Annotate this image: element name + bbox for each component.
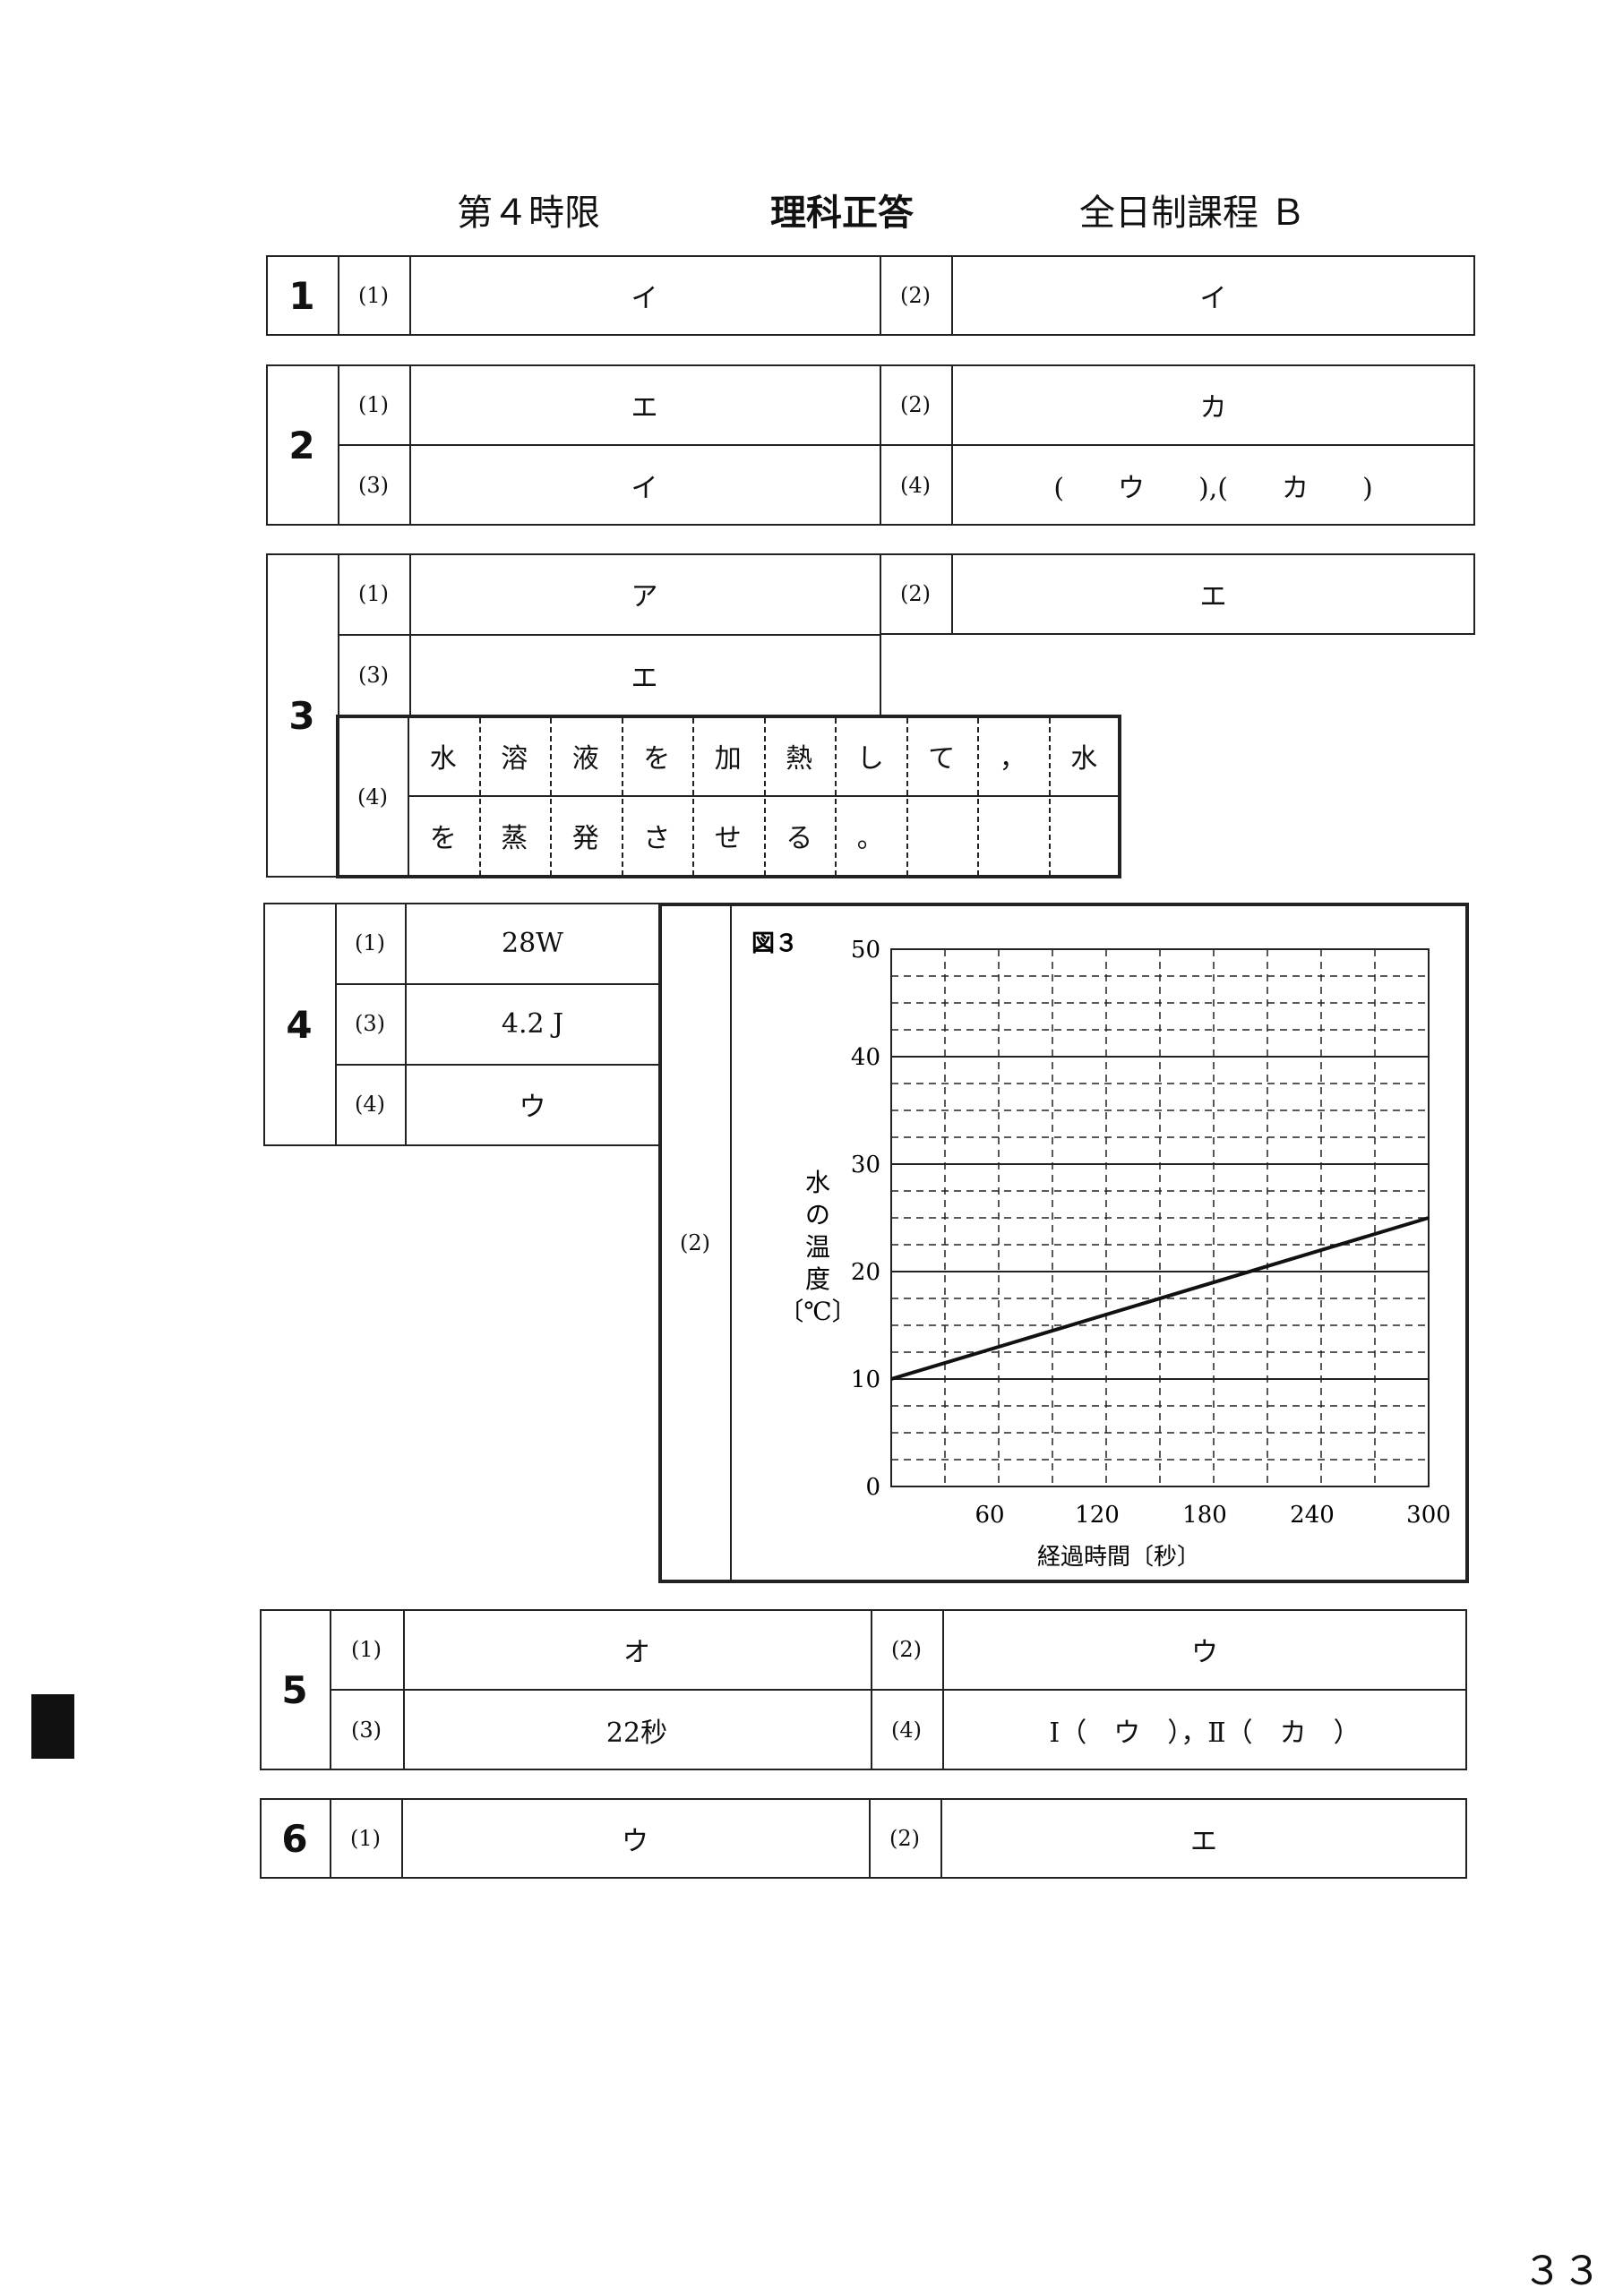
grid-cell: 水 [1070, 743, 1098, 775]
grid-cell: 蒸 [501, 823, 528, 854]
sub-label: (2) [680, 1230, 710, 1255]
grid-cell: 加 [714, 743, 742, 775]
sub-label: (3) [358, 473, 389, 498]
y-tick-label: 10 [851, 1366, 880, 1393]
grid-cell: て [928, 743, 956, 775]
y-tick-label: 50 [851, 937, 880, 964]
sub-label: (4) [357, 784, 388, 810]
sub-label: (1) [350, 1826, 381, 1851]
sub-label: (1) [351, 1637, 382, 1662]
grid-cell [906, 796, 978, 875]
x-tick-label: 300 [1406, 1502, 1451, 1529]
grid-cell: 熱 [786, 743, 813, 775]
answer-cell: 22秒 [605, 1718, 668, 1749]
grid-cell: 発 [571, 823, 599, 854]
course-heading: 全日制課程 Ｂ [1079, 193, 1306, 234]
y-axis-label: 水 [805, 1168, 830, 1197]
sub-label: (1) [358, 581, 389, 606]
sub-label: (3) [355, 1011, 385, 1036]
grid-cell: 液 [571, 743, 599, 775]
answer-cell: エ [1199, 581, 1227, 613]
answer-cell: イ [631, 283, 658, 314]
grid-cell: 水 [429, 743, 457, 775]
x-tick-label: 120 [1075, 1502, 1120, 1529]
subject-heading: 理科正答 [770, 193, 914, 234]
sub-label: (2) [900, 392, 931, 417]
answer-cell: エ [631, 662, 658, 694]
sub-label: (2) [891, 1637, 922, 1662]
question-number: 4 [286, 1002, 313, 1047]
sub-label: (4) [891, 1718, 922, 1743]
temperature-line [890, 1216, 1430, 1381]
x-tick-label: 240 [1290, 1502, 1335, 1529]
y-axis-label: 〔℃〕 [778, 1297, 856, 1326]
grid-cell: せ [714, 823, 742, 854]
answer-cell: エ [1190, 1826, 1217, 1857]
grid-cell [977, 796, 1049, 875]
sub-label: (1) [358, 283, 389, 308]
sub-label: (2) [900, 283, 931, 308]
y-axis-label: 温 [805, 1232, 830, 1262]
sub-label: (1) [355, 930, 385, 955]
answer-cell: Ⅰ（ ウ ），Ⅱ（ カ ） [1049, 1718, 1361, 1749]
grid-cell [1049, 796, 1121, 875]
answer-cell: ア [631, 581, 658, 613]
grid-cell: 。 [856, 823, 884, 854]
grid-cell: を [643, 743, 671, 775]
answer-cell: ( ウ ),( カ ) [1053, 473, 1373, 504]
answer-cell: オ [623, 1637, 650, 1668]
sub-label: (3) [351, 1718, 382, 1743]
black-margin-marker [31, 1694, 74, 1759]
page-number: ３３ [1523, 2249, 1602, 2294]
graph-box [658, 903, 1469, 1583]
question-number: 3 [288, 693, 315, 738]
y-tick-label: 0 [865, 1474, 880, 1501]
sub-label: (4) [900, 473, 931, 498]
y-axis-label: の [805, 1200, 830, 1229]
sub-label: (1) [358, 392, 389, 417]
grid-cell: を [429, 823, 457, 854]
y-tick-label: 20 [851, 1259, 880, 1286]
grid-cell: る [786, 823, 813, 854]
question-number: 2 [288, 423, 315, 467]
answer-cell: カ [1199, 392, 1227, 424]
question-number: 5 [281, 1667, 308, 1712]
period-heading: 第４時限 [457, 193, 600, 234]
y-tick-label: 40 [851, 1044, 880, 1071]
chart-title: 図３ [751, 930, 798, 957]
y-tick-label: 30 [851, 1152, 880, 1178]
x-tick-label: 180 [1182, 1502, 1227, 1529]
answer-cell: 4.2 J [501, 1007, 564, 1040]
answer-cell: ウ [1191, 1637, 1218, 1668]
grid-cell: さ [643, 823, 671, 854]
answer-cell: ウ [519, 1092, 546, 1123]
question-number: 6 [281, 1816, 308, 1861]
answer-cell: ウ [622, 1826, 648, 1857]
sub-label: (3) [358, 662, 389, 688]
grid-cell: 溶 [501, 743, 528, 775]
sub-label: (2) [889, 1826, 920, 1851]
x-tick-label: 60 [975, 1502, 1004, 1529]
answer-cell: 28W [501, 927, 563, 959]
grid-cell: し [856, 743, 884, 775]
x-axis-label: 経過時間〔秒〕 [1037, 1544, 1200, 1571]
y-axis-label: 度 [805, 1264, 830, 1294]
sub-label: (4) [355, 1092, 385, 1117]
grid-cell: ， [999, 743, 1026, 775]
answer-cell: エ [631, 392, 658, 424]
sub-label: (2) [900, 581, 931, 606]
writing-grid [336, 715, 1121, 878]
answer-cell: イ [1199, 283, 1227, 314]
answer-cell: イ [631, 473, 658, 504]
question-number: 1 [288, 273, 315, 318]
